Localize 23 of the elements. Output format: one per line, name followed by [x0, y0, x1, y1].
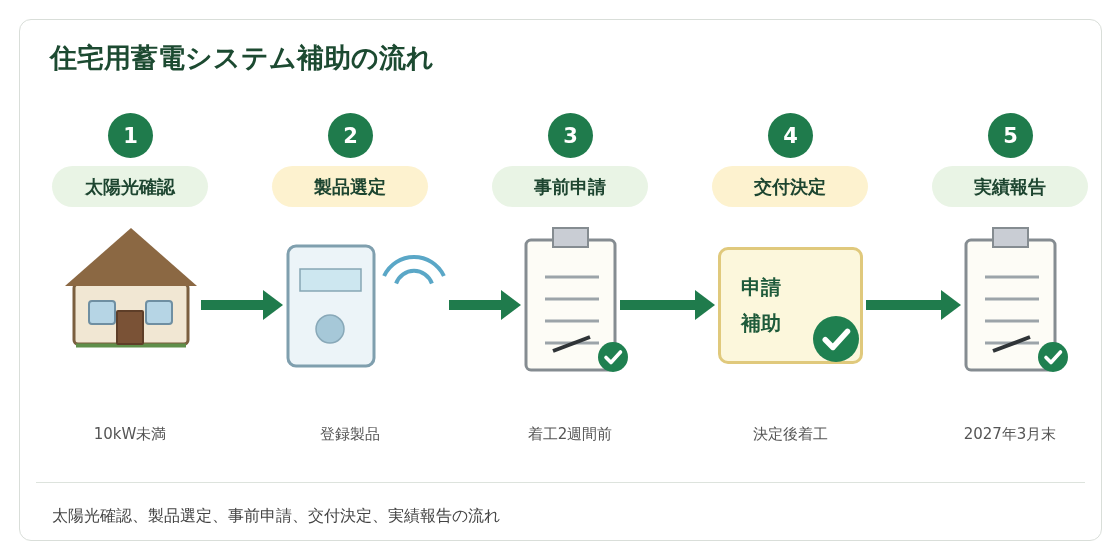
diagram-title: 住宅用蓄電システム補助の流れ: [50, 41, 434, 75]
step-note: 着工2週間前: [527, 424, 613, 444]
arrow: [449, 290, 521, 320]
clipboard-illustration: [964, 226, 1057, 372]
step-label: 実績報告: [932, 166, 1088, 207]
step-note: 10kW未満: [93, 424, 167, 444]
step-label: 製品選定: [272, 166, 428, 207]
card-label: 補助: [741, 311, 781, 335]
step-label: 太陽光確認: [52, 166, 208, 207]
step-label: 交付決定: [712, 166, 868, 207]
arrow: [866, 290, 961, 320]
arrow: [201, 290, 283, 320]
step-note: 登録製品: [320, 424, 380, 444]
device-illustration: [286, 244, 446, 368]
caption: 太陽光確認、製品選定、事前申請、交付決定、実績報告の流れ: [52, 505, 500, 527]
clipboard-illustration: [524, 226, 617, 372]
step-note: 2027年3月末: [963, 424, 1057, 444]
arrow: [620, 290, 715, 320]
step-note: 決定後着工: [752, 424, 828, 444]
card-label: 申請: [741, 275, 781, 299]
house-illustration: [64, 226, 198, 348]
step-label: 事前申請: [492, 166, 648, 207]
document-card: [718, 247, 863, 364]
